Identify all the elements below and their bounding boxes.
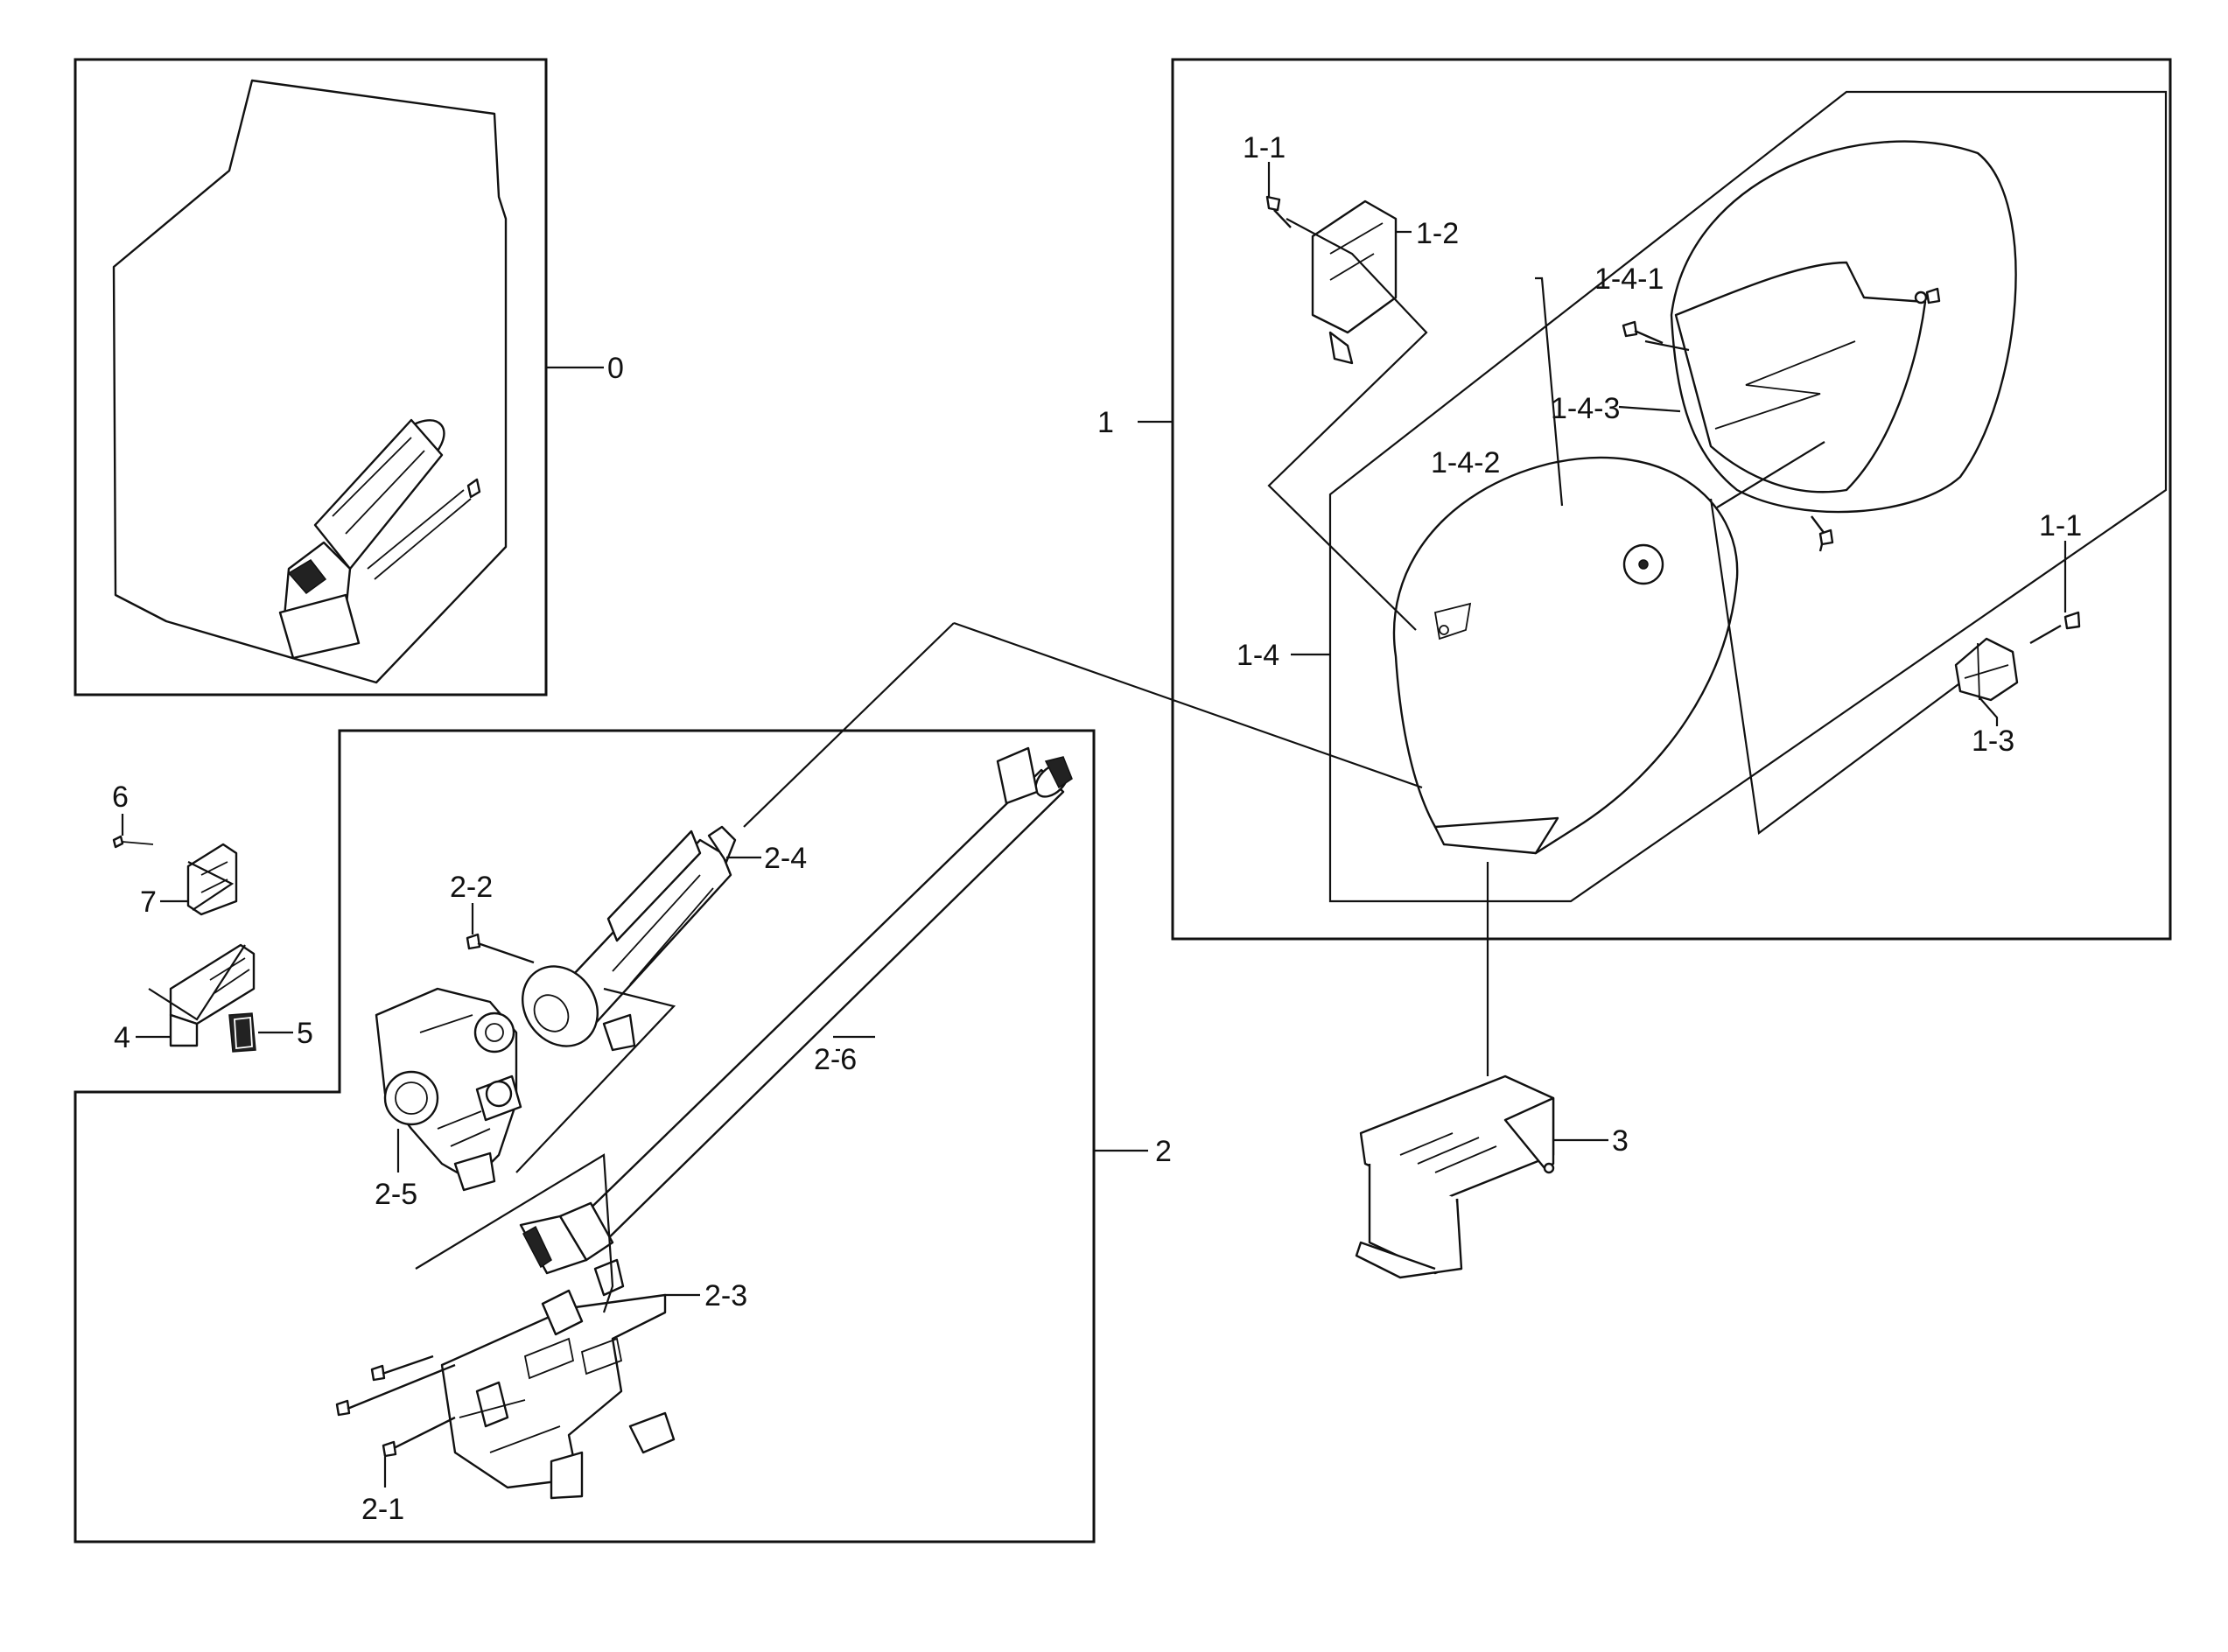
group-0-box: 0 (74, 58, 624, 696)
drum-rear-half (1670, 140, 2017, 552)
part-2-4-venturi (522, 825, 737, 1052)
callout-3: 3 (1612, 1124, 1629, 1158)
screw-1-1-top (1265, 195, 1292, 228)
callout-6: 6 (112, 780, 129, 814)
part-7-clip (186, 843, 238, 916)
callout-2-6: 2-6 (814, 1043, 857, 1076)
part-4-igniter (169, 943, 256, 1026)
callout-5: 5 (297, 1017, 313, 1050)
callout-2: 2 (1155, 1135, 1172, 1168)
screw-1-4-1-bottom (1818, 528, 1834, 546)
drum-subgroup-outline (1328, 90, 2168, 903)
group-3-bracket: 3 (1355, 862, 1629, 1279)
drum-front-half (1392, 456, 1739, 855)
group-2-box: 2 2-2 2-4 2-6 2-5 2-3 2-1 (74, 729, 1172, 1544)
group-1-box: 1 1-1 1-2 1-4-1 1-4-3 1-4-2 1-4 1-1 1-3 (743, 58, 2172, 941)
screw-6 (112, 835, 124, 849)
callout-1-4-2: 1-4-2 (1431, 446, 1500, 480)
burner-kit-cabinet-outline (112, 79, 508, 684)
screw-2-2 (466, 933, 535, 964)
callout-1-2: 1-2 (1416, 217, 1459, 250)
callout-1-3: 1-3 (1972, 724, 2014, 758)
small-parts: 6 7 4 5 (112, 780, 313, 1054)
screw-1-4-1-right (1925, 287, 1941, 304)
callout-2-2: 2-2 (450, 871, 493, 904)
callout-0: 0 (607, 352, 624, 385)
callout-1-1-right: 1-1 (2039, 509, 2082, 542)
callout-1: 1 (1097, 406, 1114, 439)
screw-2-1-b (335, 1363, 456, 1417)
part-1-2-bracket (1311, 200, 1398, 365)
part-1-3-sensor (1954, 637, 2019, 702)
screw-1-1-right (2029, 611, 2081, 645)
callout-1-4: 1-4 (1237, 639, 1279, 672)
screw-1-4-1-left (1622, 320, 1664, 345)
callout-1-4-1: 1-4-1 (1594, 262, 1664, 296)
screw-2-1-c (382, 1416, 456, 1458)
part-2-5-gas-valve (375, 987, 522, 1192)
callout-4: 4 (114, 1021, 130, 1054)
callout-7: 7 (140, 886, 157, 919)
screw-2-1-a (370, 1354, 434, 1382)
part-2-3-bracket (440, 1258, 700, 1500)
burner-kit-assembly (278, 418, 481, 660)
callout-2-3: 2-3 (704, 1279, 747, 1312)
callout-2-5: 2-5 (375, 1178, 417, 1211)
part-2-6-burner-tube (519, 746, 1073, 1275)
callout-2-1: 2-1 (361, 1493, 404, 1526)
callout-2-4: 2-4 (764, 842, 807, 875)
callout-1-1-top: 1-1 (1243, 131, 1286, 164)
callout-1-4-3: 1-4-3 (1551, 392, 1620, 425)
